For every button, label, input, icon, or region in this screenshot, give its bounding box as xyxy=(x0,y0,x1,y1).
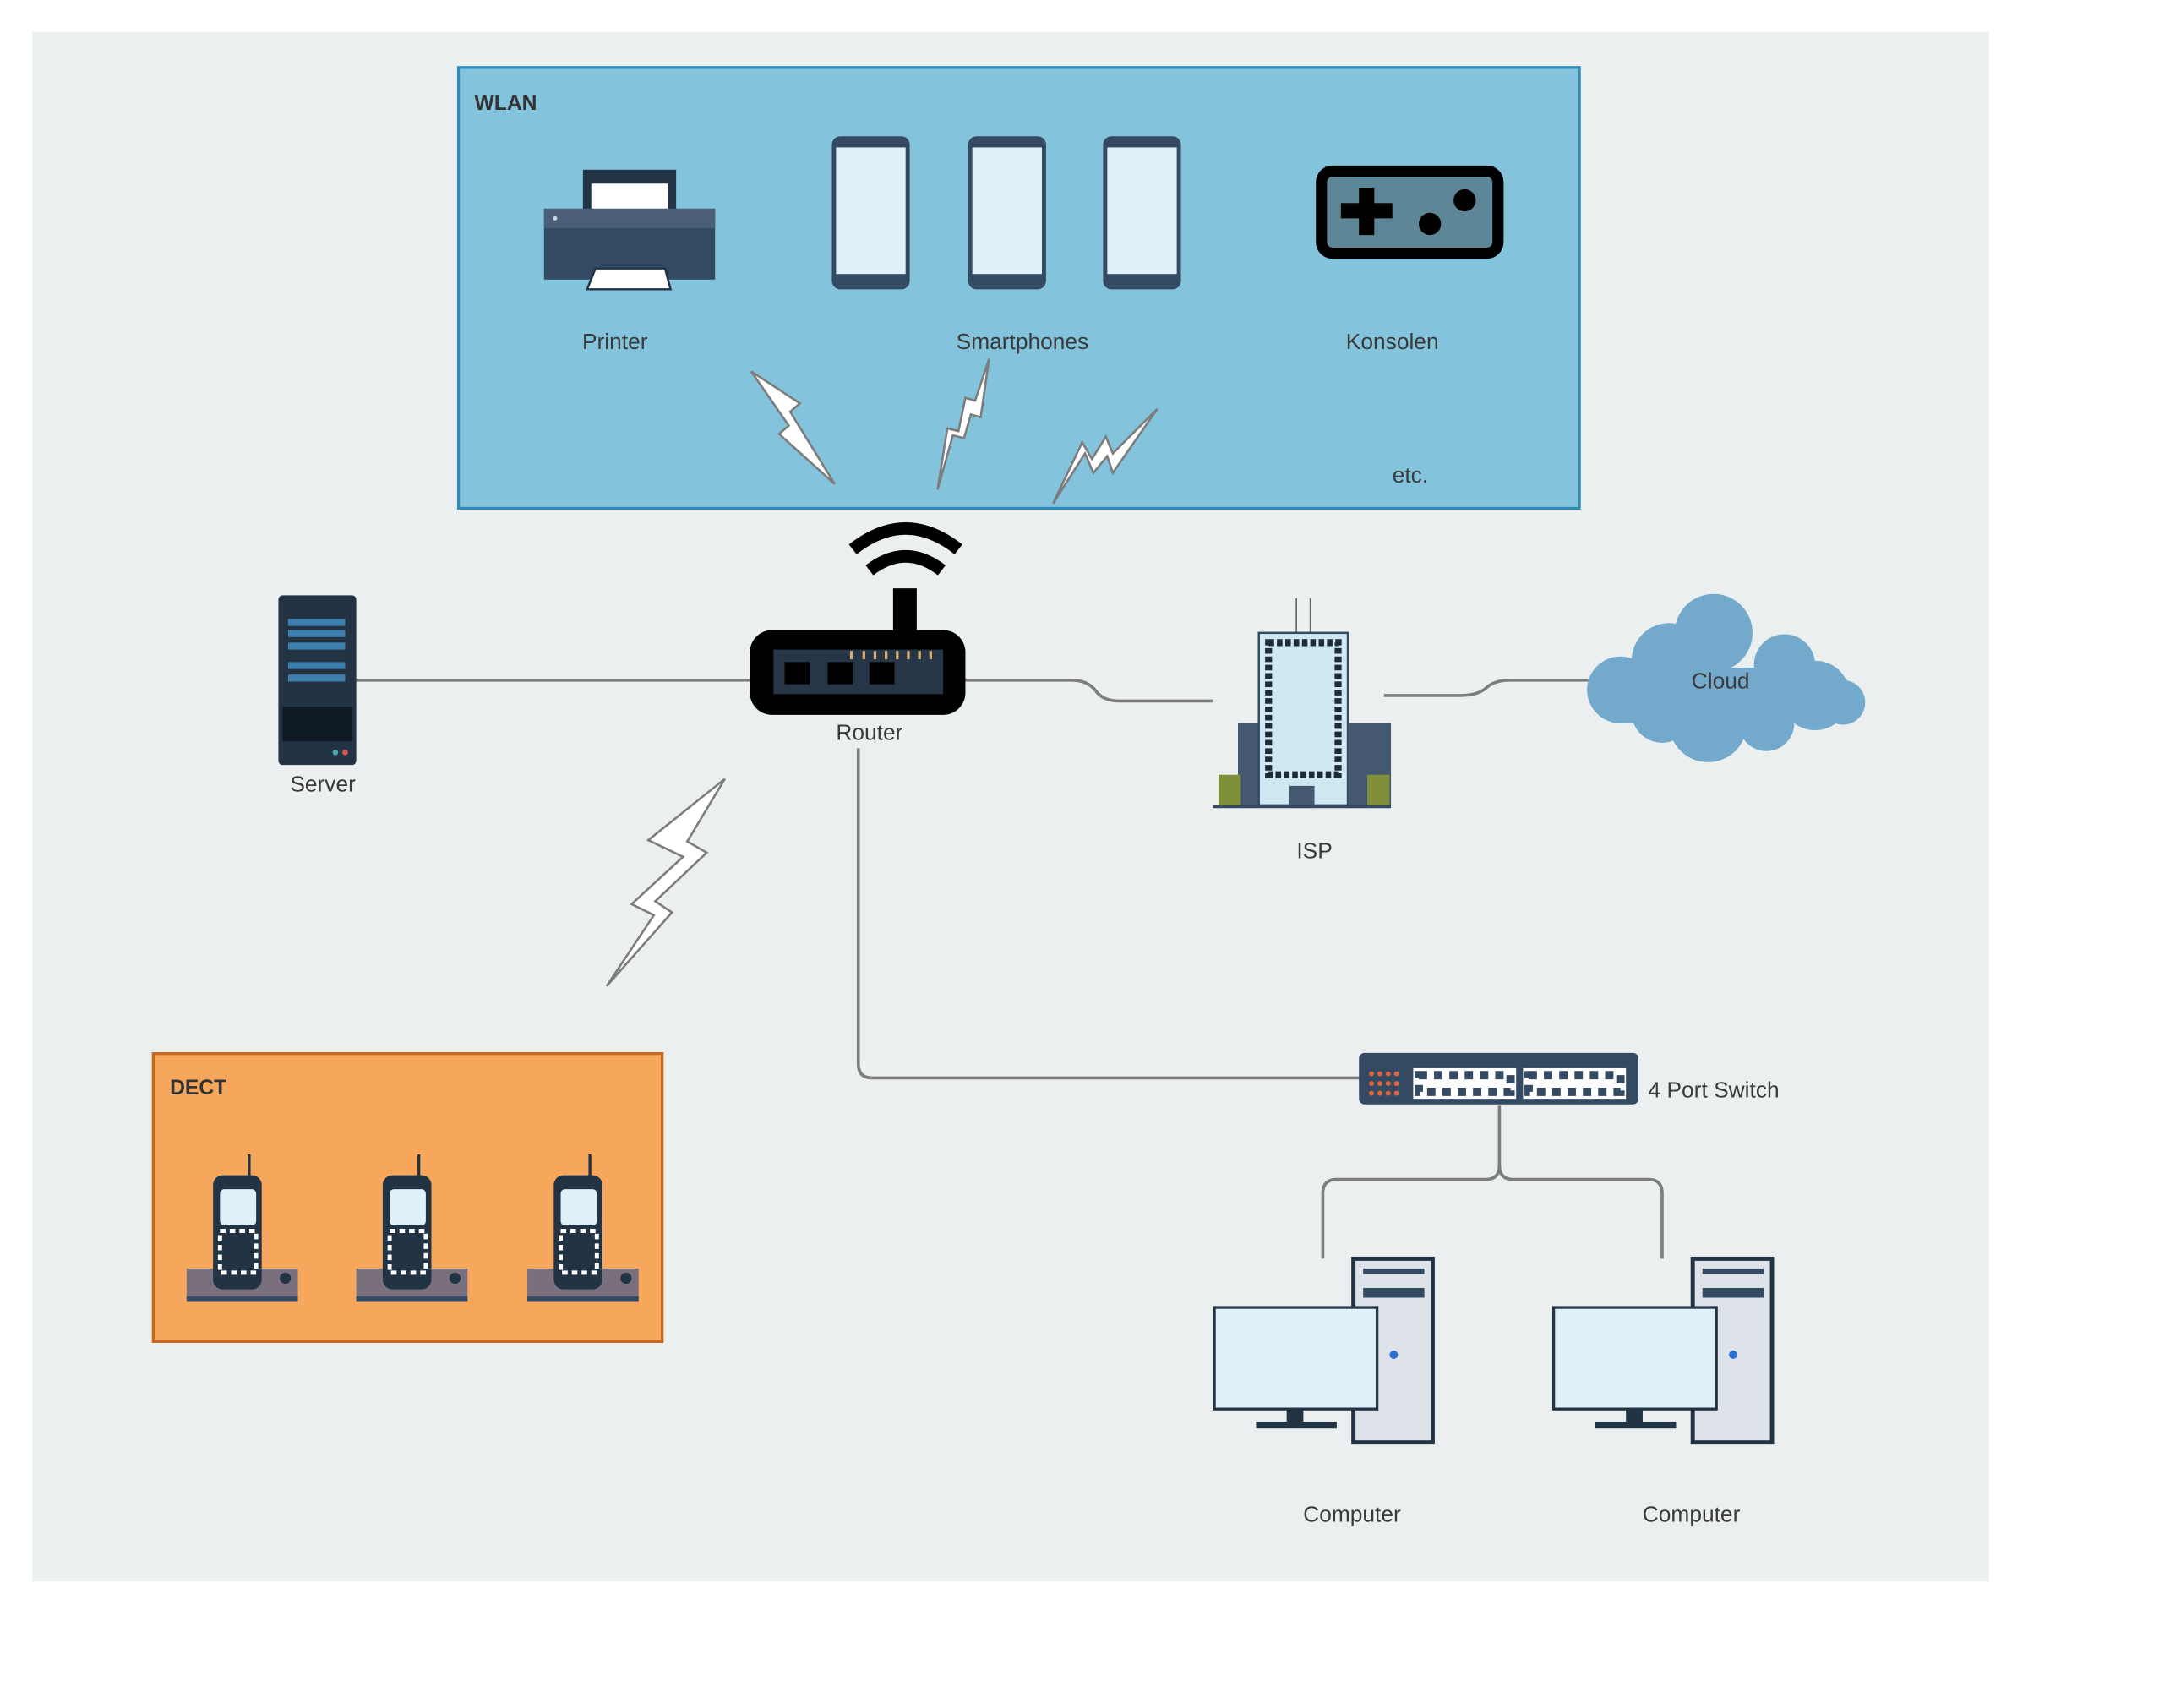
connection-lines xyxy=(356,678,1664,1259)
server-label: Server xyxy=(290,771,356,796)
desktop-computer-icon[interactable] xyxy=(1213,1256,1435,1445)
isp-label: ISP xyxy=(1296,838,1332,863)
switch-label: 4 Port Switch xyxy=(1649,1078,1780,1103)
lightning-icon xyxy=(1051,407,1159,505)
cordless-phone-icon[interactable] xyxy=(186,1154,298,1302)
computer-2-label: Computer xyxy=(1643,1501,1741,1526)
wlan-title: WLAN xyxy=(475,92,537,115)
gamepad-icon[interactable] xyxy=(1316,165,1504,259)
switch-icon[interactable] xyxy=(1359,1052,1639,1105)
lightning-icon xyxy=(605,778,726,987)
lightning-icon xyxy=(936,358,990,490)
dect-title: DECT xyxy=(170,1077,226,1100)
router-label: Router xyxy=(836,720,902,745)
lightning-icon xyxy=(750,370,836,485)
router-icon[interactable] xyxy=(750,522,966,715)
smartphone-icon[interactable] xyxy=(831,136,1181,290)
cordless-phone-icon[interactable] xyxy=(356,1154,468,1302)
wlan-etc-label: etc. xyxy=(1393,462,1428,488)
server-icon[interactable] xyxy=(278,595,357,766)
printer-label: Printer xyxy=(582,329,648,354)
building-icon[interactable] xyxy=(1213,598,1392,809)
printer-icon[interactable] xyxy=(543,169,716,291)
cordless-phone-icon[interactable] xyxy=(527,1154,639,1302)
desktop-computer-icon[interactable] xyxy=(1551,1256,1775,1445)
cloud-label: Cloud xyxy=(1692,668,1750,694)
consoles-label: Konsolen xyxy=(1346,329,1439,354)
cloud-icon[interactable] xyxy=(1587,593,1866,762)
smartphones-label: Smartphones xyxy=(957,329,1089,354)
computer-1-label: Computer xyxy=(1303,1501,1401,1526)
